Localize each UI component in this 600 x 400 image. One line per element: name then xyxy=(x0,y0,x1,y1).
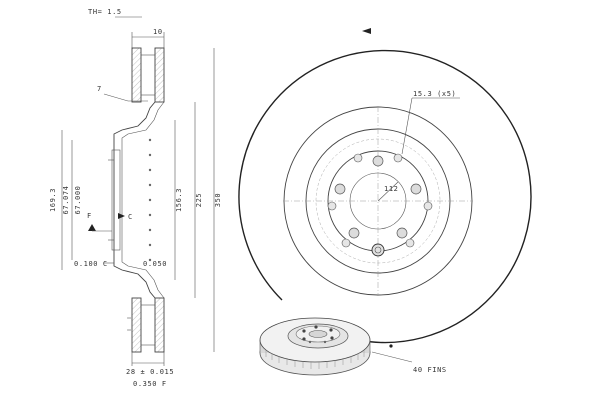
hat-label: 7 xyxy=(97,85,102,93)
flatness-label: 0.050 xyxy=(143,260,167,268)
locating-hole xyxy=(423,201,433,211)
pcd-leader xyxy=(377,181,399,202)
dim-350: 350 xyxy=(214,193,222,207)
iso-bore xyxy=(308,330,328,338)
bolt-holes-label: 15.3 (x5) xyxy=(413,90,456,98)
locating-hole xyxy=(405,238,415,248)
bolt-holes xyxy=(334,155,422,239)
locating-hole xyxy=(393,153,403,163)
locating-holes xyxy=(327,153,433,248)
runout-label: 0.100 C xyxy=(74,260,108,268)
datum-f-triangle xyxy=(88,224,96,231)
bolt-hole xyxy=(396,227,408,239)
thickness-label: TH= 1.5 xyxy=(88,8,122,16)
section-view: TH= 1.5 10 7 xyxy=(49,8,222,388)
dim-thickness-tol: 28 ± 0.015 xyxy=(126,368,174,376)
mounting-face xyxy=(111,149,121,251)
datum-c-triangle xyxy=(118,213,125,219)
disc-outer-edge xyxy=(238,49,532,344)
hat-profile-inner xyxy=(121,101,165,299)
bolt-hole xyxy=(372,155,384,167)
stud-marker xyxy=(371,243,385,257)
hat-profile xyxy=(113,101,156,299)
dim-bore-upper: 67.074 xyxy=(62,186,70,215)
lower-inner-plate xyxy=(154,297,165,353)
pcd-label: 112 xyxy=(384,185,398,193)
locating-hole xyxy=(353,153,363,163)
dim-225: 225 xyxy=(195,193,203,207)
datum-f-label: F xyxy=(87,212,92,220)
datum-c-label: C xyxy=(128,213,133,221)
hat-leader xyxy=(103,93,129,102)
iso-vent-slots xyxy=(265,350,365,369)
upper-outer-plate xyxy=(131,47,142,103)
lower-outer-plate xyxy=(131,297,142,353)
rotation-arrow-icon xyxy=(362,28,371,34)
locating-hole xyxy=(341,238,351,248)
bolt-hole xyxy=(334,183,346,195)
iso-bolt-holes xyxy=(302,325,334,344)
dim-bottom: 0.350 F xyxy=(133,380,167,388)
dim-inner-diameter: 169.3 xyxy=(49,188,57,212)
dim-hat-diameter: 156.3 xyxy=(175,188,183,212)
isometric-view xyxy=(259,317,371,376)
dim-bore-lower: 67.000 xyxy=(74,186,82,215)
bolt-hole xyxy=(348,227,360,239)
upper-inner-plate xyxy=(154,47,165,103)
front-view: 112 15.3 (x5) 40 FINS xyxy=(238,28,532,374)
locating-hole xyxy=(327,201,337,211)
vent-dots xyxy=(148,138,152,262)
width-label: 10 xyxy=(153,28,163,36)
fins-label: 40 FINS xyxy=(413,366,447,374)
bolt-hole xyxy=(410,183,422,195)
reference-dot xyxy=(389,344,393,348)
